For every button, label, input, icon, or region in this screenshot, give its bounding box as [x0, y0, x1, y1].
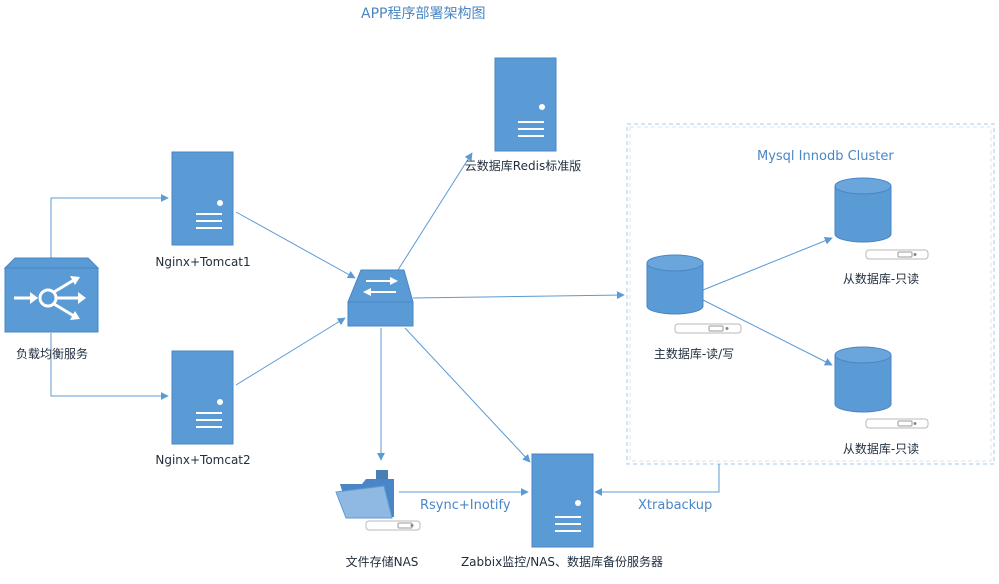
edge-master-slave2 [702, 299, 833, 366]
load-balancer-label: 负载均衡服务 [15, 347, 89, 361]
slave-db1-label: 从数据库-只读 [842, 272, 920, 286]
nas-label: 文件存储NAS [345, 555, 419, 569]
mysql-cluster-box [626, 123, 995, 465]
edge-switch-redis [397, 152, 473, 271]
redis-label: 云数据库Redis标准版 [464, 159, 582, 173]
network-switch-icon [347, 269, 414, 327]
rsync-edge-label: Rsync+Inotify [420, 498, 511, 513]
edge-switch-cluster [412, 291, 625, 300]
cluster-label: Mysql Innodb Cluster [757, 149, 894, 164]
master-db-icon [646, 254, 704, 315]
diagram-title: APP程序部署架构图 [361, 6, 486, 22]
edge-lb-nginx1 [50, 194, 169, 259]
backup-server-label: Zabbix监控/NAS、数据库备份服务器 [460, 555, 664, 569]
xtrabackup-edge-label: Xtrabackup [638, 498, 713, 513]
edge-cluster-backup [594, 464, 720, 496]
nginx1-server-icon [171, 151, 234, 246]
load-balancer-icon [3, 257, 100, 333]
slave-db1-icon [834, 177, 892, 243]
slave-db2-label: 从数据库-只读 [842, 442, 920, 456]
connections [50, 152, 833, 496]
edge-switch-backup [404, 327, 531, 463]
nginx2-server-icon [171, 350, 234, 445]
nginx1-label: Nginx+Tomcat1 [155, 255, 251, 269]
master-db-device-icon [674, 323, 742, 334]
edge-nginx2-switch [235, 317, 346, 386]
edge-master-slave1 [702, 236, 833, 291]
edge-lb-nginx2 [50, 333, 169, 400]
slave-db1-device-icon [865, 249, 929, 260]
slave-db2-device-icon [865, 418, 929, 429]
backup-server-icon [531, 453, 594, 548]
nas-device-icon [365, 520, 421, 531]
nginx2-label: Nginx+Tomcat2 [155, 453, 251, 467]
redis-server-icon [494, 57, 557, 152]
edge-nginx1-switch [235, 211, 356, 279]
slave-db2-icon [834, 346, 892, 413]
nas-folder-icon [335, 470, 394, 519]
master-db-label: 主数据库-读/写 [653, 347, 735, 361]
